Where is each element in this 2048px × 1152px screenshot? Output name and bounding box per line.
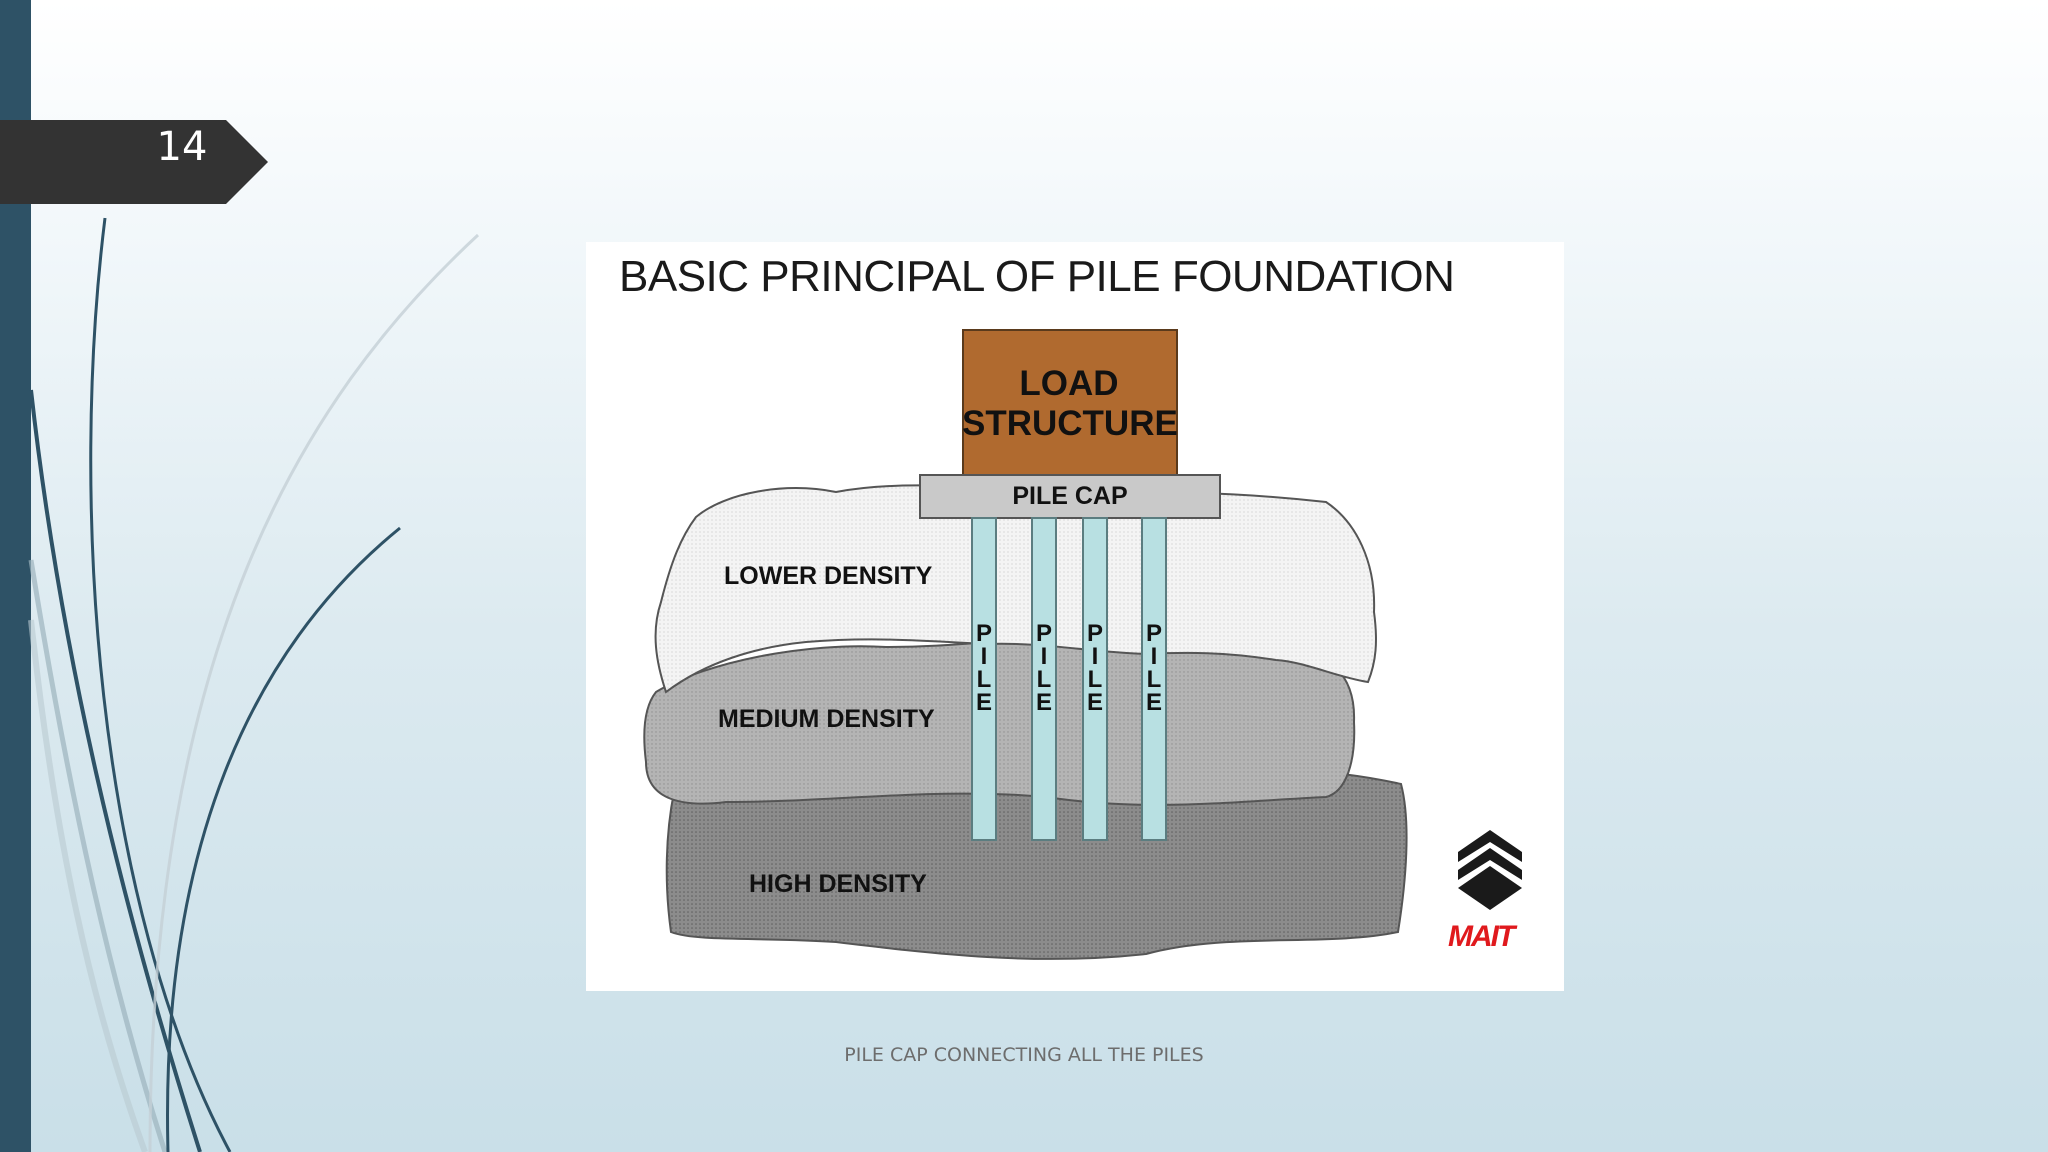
pile-cap-slab xyxy=(919,474,1221,519)
slide-number-tag xyxy=(0,120,268,204)
pile-cap-label: PILE CAP xyxy=(1012,482,1128,510)
mait-logo-text: MAIT xyxy=(1448,920,1515,953)
foundation-diagram xyxy=(643,329,1522,960)
figure-title: BASIC PRINCIPAL OF PILE FOUNDATION xyxy=(619,252,1455,301)
pile-4 xyxy=(1141,517,1167,841)
slide-caption: PILE CAP CONNECTING ALL THE PILES xyxy=(844,1044,1204,1066)
pile-foundation-figure: BASIC PRINCIPAL OF PILE FOUNDATION LOAD … xyxy=(586,242,1564,991)
slide-number: 14 xyxy=(156,124,208,170)
pile-1 xyxy=(971,517,997,841)
pile-3 xyxy=(1082,517,1108,841)
medium-density-label: MEDIUM DENSITY xyxy=(718,705,935,733)
lower-density-label: LOWER DENSITY xyxy=(724,562,933,590)
pile-2 xyxy=(1031,517,1057,841)
mait-logo-icon xyxy=(1458,830,1522,910)
medium-density-layer xyxy=(643,638,1356,806)
decorative-swooshes xyxy=(28,217,480,1152)
load-structure-label: LOAD STRUCTURE xyxy=(962,364,1178,443)
high-density-label: HIGH DENSITY xyxy=(749,870,927,898)
load-structure-box xyxy=(962,329,1178,476)
